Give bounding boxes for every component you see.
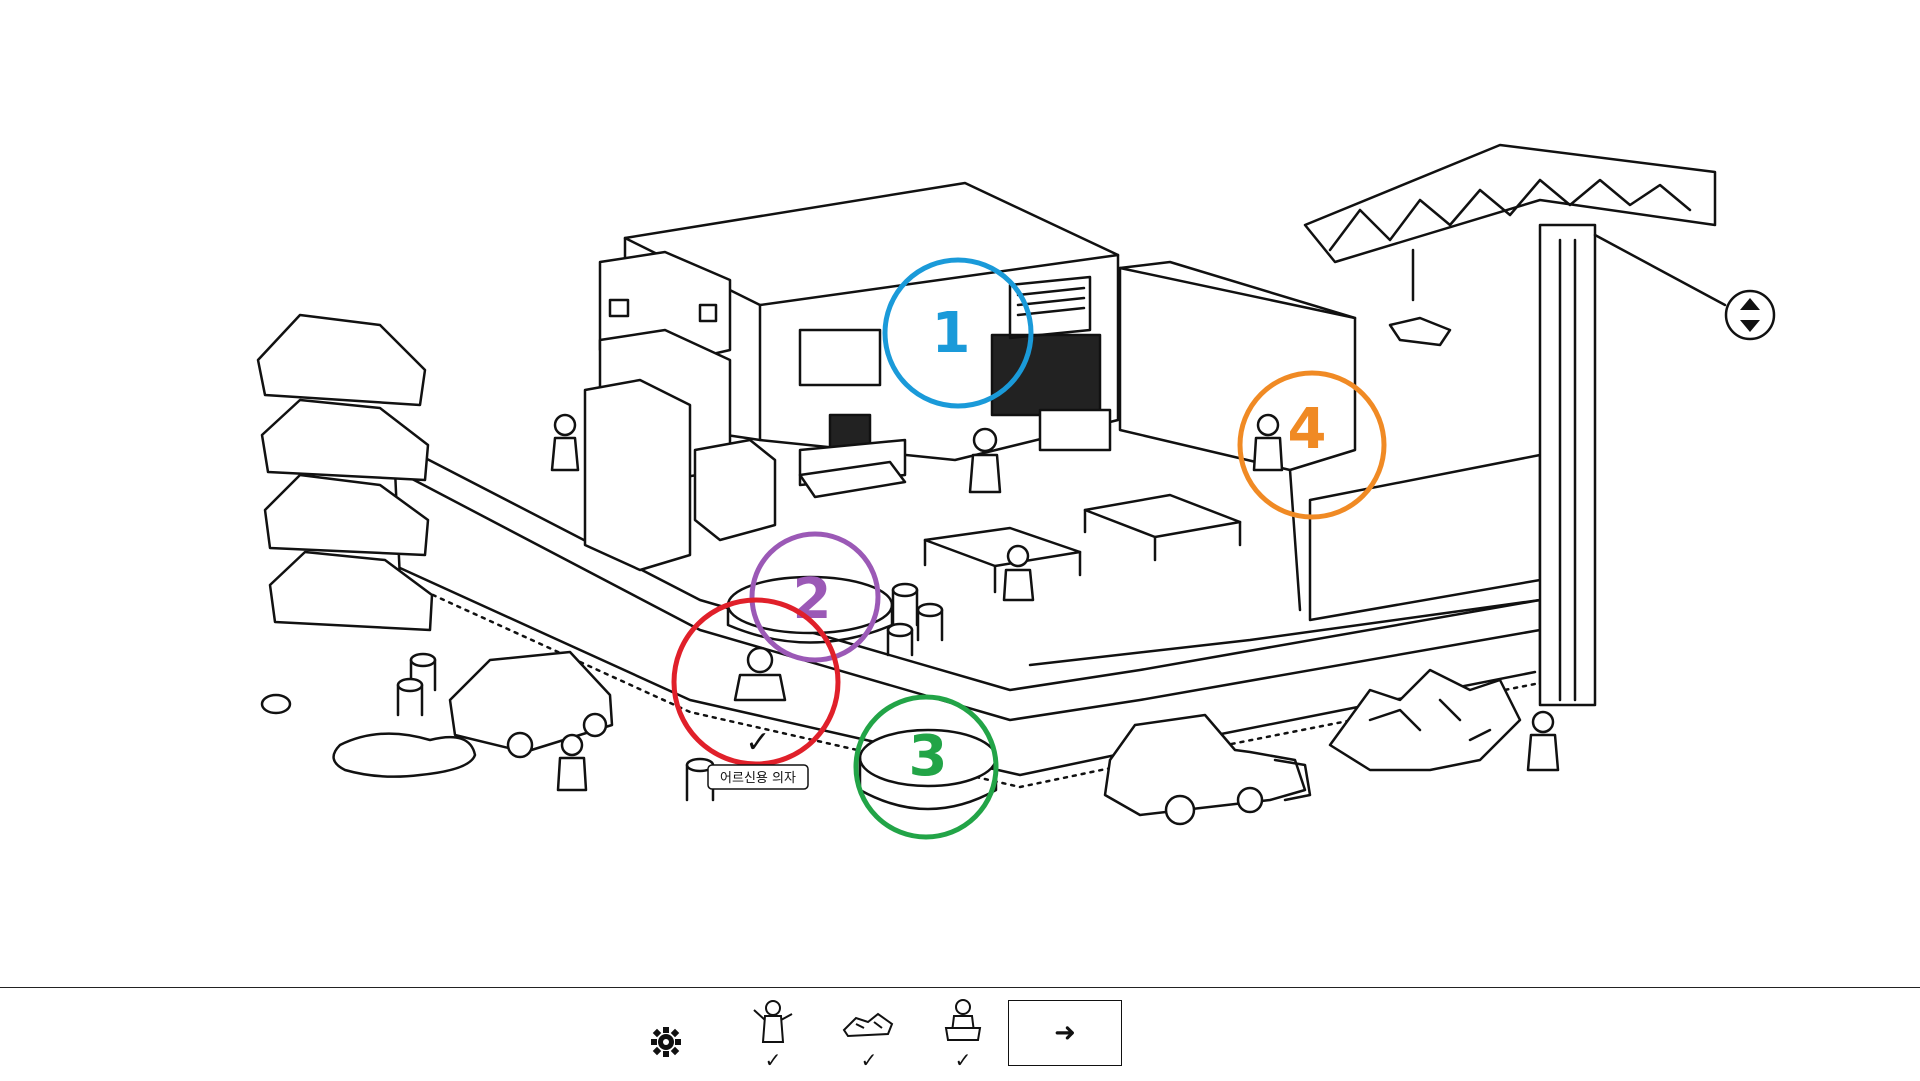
- conductor-figure-icon: [753, 1000, 793, 1043]
- tractor: [1103, 713, 1312, 826]
- target-3-check: ✓: [954, 1048, 972, 1072]
- game-scene[interactable]: 1 2 3 4 ✓ 어르신용 의자: [0, 0, 1920, 985]
- rear-warehouse: [1118, 260, 1542, 622]
- stacked-cars: [256, 313, 434, 632]
- item-tooltip: 어르신용 의자: [707, 764, 809, 790]
- marker-1-number: 1: [932, 301, 971, 366]
- elder-chair-figure-icon: [944, 999, 982, 1041]
- barrels: [260, 582, 944, 802]
- annotation-marker-2: 2: [749, 531, 881, 663]
- annotation-marker-1: 1: [882, 257, 1034, 409]
- locker-cabinets: [583, 250, 777, 572]
- crane: [1303, 143, 1776, 707]
- next-button[interactable]: ➜: [1008, 1000, 1122, 1066]
- target-conductor-figure[interactable]: ✓: [738, 994, 808, 1080]
- arrow-right-icon: ➜: [1054, 1018, 1076, 1048]
- up-down-arrows-icon[interactable]: [1740, 298, 1760, 332]
- target-rubble-pile[interactable]: ✓: [834, 994, 904, 1080]
- jeep: [448, 650, 614, 759]
- marker-4-number: 4: [1288, 397, 1327, 462]
- puddle: [332, 732, 477, 778]
- workers: [550, 316, 1560, 792]
- rubble-pile-icon: [842, 1012, 894, 1038]
- found-item-marker[interactable]: ✓: [671, 597, 841, 767]
- target-elder-chair-figure[interactable]: ✓: [928, 994, 998, 1080]
- annotation-marker-3: 3: [853, 694, 999, 840]
- target-2-check: ✓: [860, 1048, 878, 1072]
- main-building: [623, 181, 1120, 487]
- round-platforms: [726, 575, 998, 811]
- found-checkmark: ✓: [745, 725, 770, 760]
- target-1-check: ✓: [764, 1048, 782, 1072]
- tables: [798, 460, 1242, 594]
- rubble-pile: [1328, 668, 1522, 772]
- marker-3-number: 3: [909, 724, 948, 789]
- tooltip-label: 어르신용 의자: [720, 771, 796, 786]
- gear-icon: [651, 1027, 681, 1057]
- annotation-marker-4: 4: [1237, 370, 1387, 520]
- bottom-toolbar: ✓ ✓ ✓ ➜: [0, 987, 1920, 1081]
- settings-button[interactable]: [640, 1016, 692, 1068]
